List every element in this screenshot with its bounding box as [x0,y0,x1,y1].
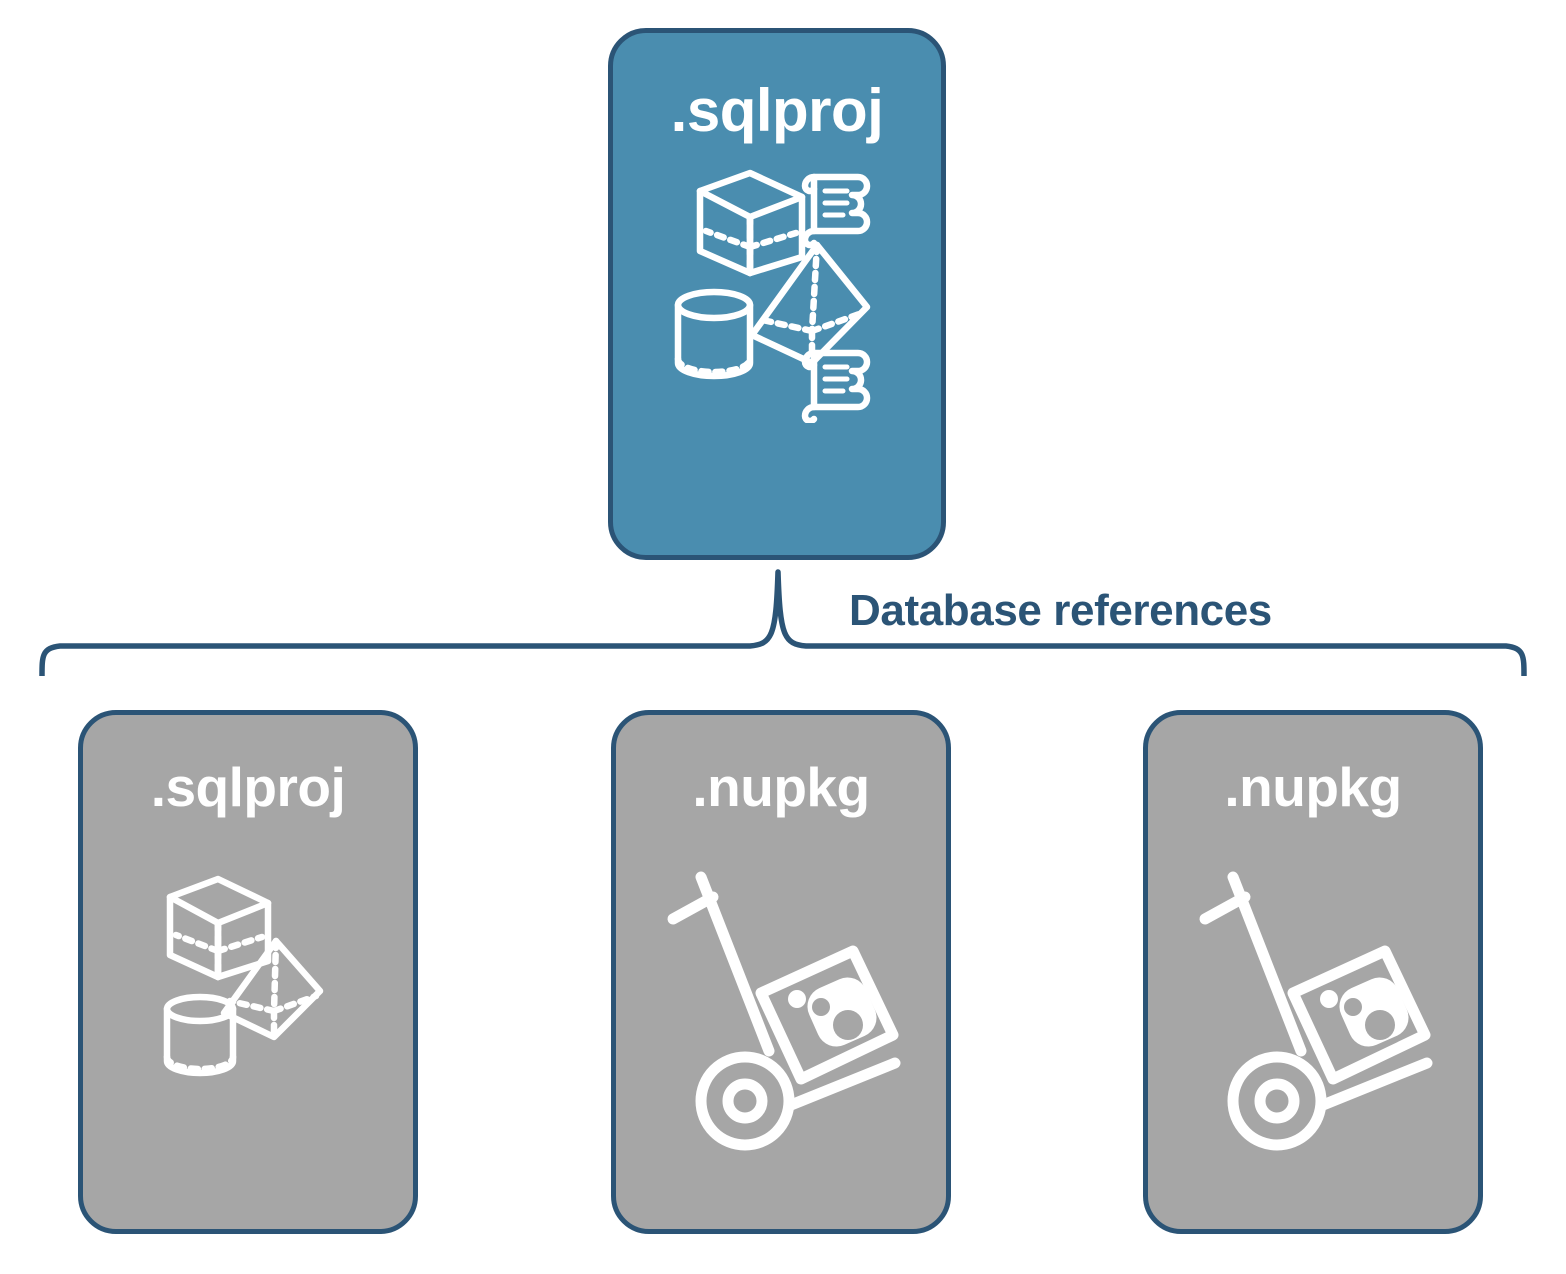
script-scroll-icon [801,173,871,249]
node-title-reference-nupkg-2: .nupkg [1224,756,1402,818]
connector-label-database-references: Database references [843,589,1278,633]
script-scroll-icon [801,349,871,425]
nuget-package-dolly-icon [667,871,901,1151]
nuget-package-dolly-icon [1199,871,1433,1151]
node-reference-nupkg-1[interactable]: .nupkg [611,710,951,1234]
node-title-sqlproj-root: .sqlproj [670,77,884,144]
pyramid-wireframe-icon [220,937,324,1041]
cube-wireframe-icon [166,875,272,981]
brace-path [39,569,1527,676]
node-title-reference-sqlproj: .sqlproj [150,756,346,818]
cylinder-wireframe-icon [163,993,237,1077]
node-title-reference-nupkg-1: .nupkg [692,756,870,818]
root-icon-group [662,163,892,428]
pyramid-wireframe-icon [748,241,871,367]
node-reference-sqlproj[interactable]: .sqlproj [78,710,418,1234]
database-objects-icon-set [674,169,871,425]
cube-wireframe-icon [696,169,806,277]
cylinder-wireframe-icon [674,288,754,380]
database-objects-icon-set [163,875,324,1077]
node-sqlproj-root[interactable]: .sqlproj [608,28,946,560]
node-reference-nupkg-2[interactable]: .nupkg [1143,710,1483,1234]
nupkg-icon-group-1 [651,863,911,1158]
database-references-brace [39,569,1527,676]
nupkg-icon-group-2 [1183,863,1443,1158]
reference-sqlproj-icon-group [148,869,348,1094]
